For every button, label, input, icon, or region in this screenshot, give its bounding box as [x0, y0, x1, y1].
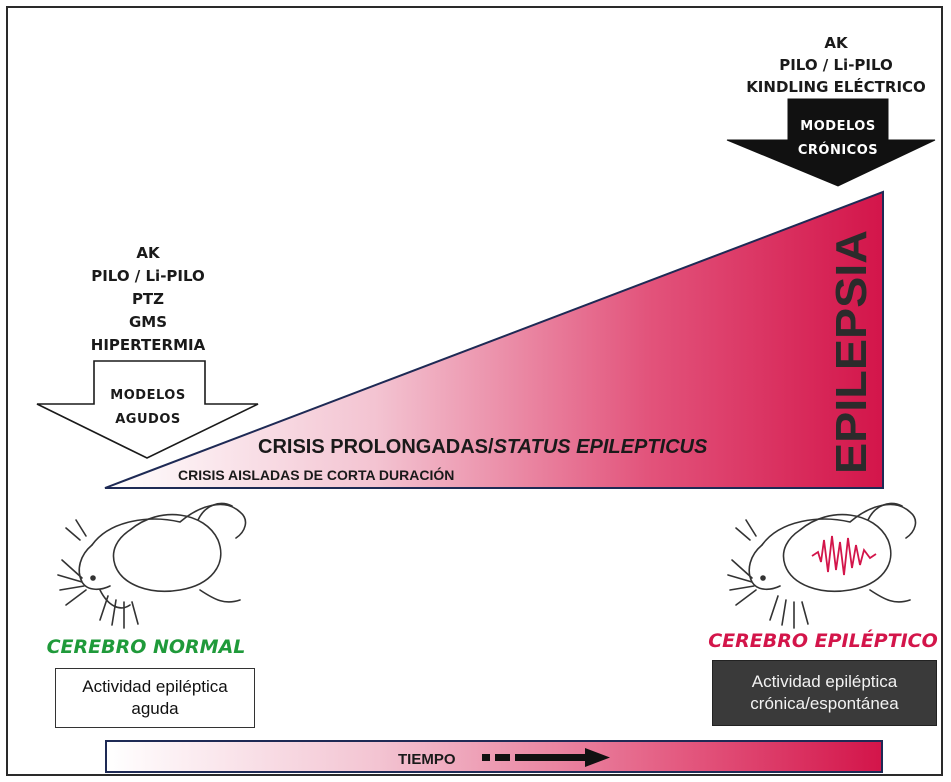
time-bar-label: TIEMPO [398, 751, 456, 768]
chronic-agent-3: KINDLING ELÉCTRICO [746, 77, 926, 96]
time-arrow-icon [515, 748, 610, 767]
acute-agent-2: PILO / Li-PILO [91, 267, 205, 285]
epilepsia-label: EPILEPSIA [827, 230, 876, 474]
epileptic-brain-title: CEREBRO EPILÉPTICO [708, 629, 938, 652]
crisis-prolonged-label: CRISIS PROLONGADAS/STATUS EPILEPTICUS [258, 436, 708, 458]
acute-activity-box: Actividad epiléptica aguda [55, 668, 255, 728]
chronic-activity-box: Actividad epiléptica crónica/espontánea [712, 660, 937, 726]
acute-arrow-icon [36, 360, 259, 459]
chronic-agent-2: PILO / Li-PILO [779, 56, 893, 74]
normal-brain-title: CEREBRO NORMAL [47, 636, 246, 658]
acute-activity-line-2: aguda [131, 699, 179, 718]
time-bar [105, 740, 883, 773]
chronic-arrow-label-2: CRÓNICOS [798, 142, 878, 158]
acute-agent-3: PTZ [132, 290, 164, 308]
acute-agent-4: GMS [129, 313, 167, 331]
acute-arrow-label-1: MODELOS [110, 388, 185, 403]
progression-triangle [104, 190, 884, 489]
chronic-agents: AK PILO / Li-PILO KINDLING ELÉCTRICO [746, 34, 926, 96]
acute-agents: AK PILO / Li-PILO PTZ GMS HIPERTERMIA [91, 244, 206, 354]
acute-activity-line-1: Actividad epiléptica [82, 677, 228, 696]
acute-arrow-label-2: AGUDOS [115, 412, 181, 427]
chronic-activity-line-1: Actividad epiléptica [751, 672, 898, 691]
epileptic-brain-sketch-icon [727, 502, 917, 629]
seizure-wave-icon [811, 535, 877, 576]
acute-agent-5: HIPERTERMIA [91, 336, 206, 354]
time-dash-1-icon [482, 754, 490, 761]
crisis-short-label: CRISIS AISLADAS DE CORTA DURACIÓN [178, 466, 454, 483]
acute-agent-1: AK [136, 244, 161, 262]
chronic-arrow-label-1: MODELOS [800, 119, 875, 134]
normal-brain-sketch-icon [57, 502, 247, 629]
time-dash-2-icon [495, 754, 510, 761]
chronic-arrow-icon [726, 98, 936, 187]
chronic-activity-line-2: crónica/espontánea [750, 694, 899, 713]
chronic-agent-1: AK [824, 34, 849, 52]
